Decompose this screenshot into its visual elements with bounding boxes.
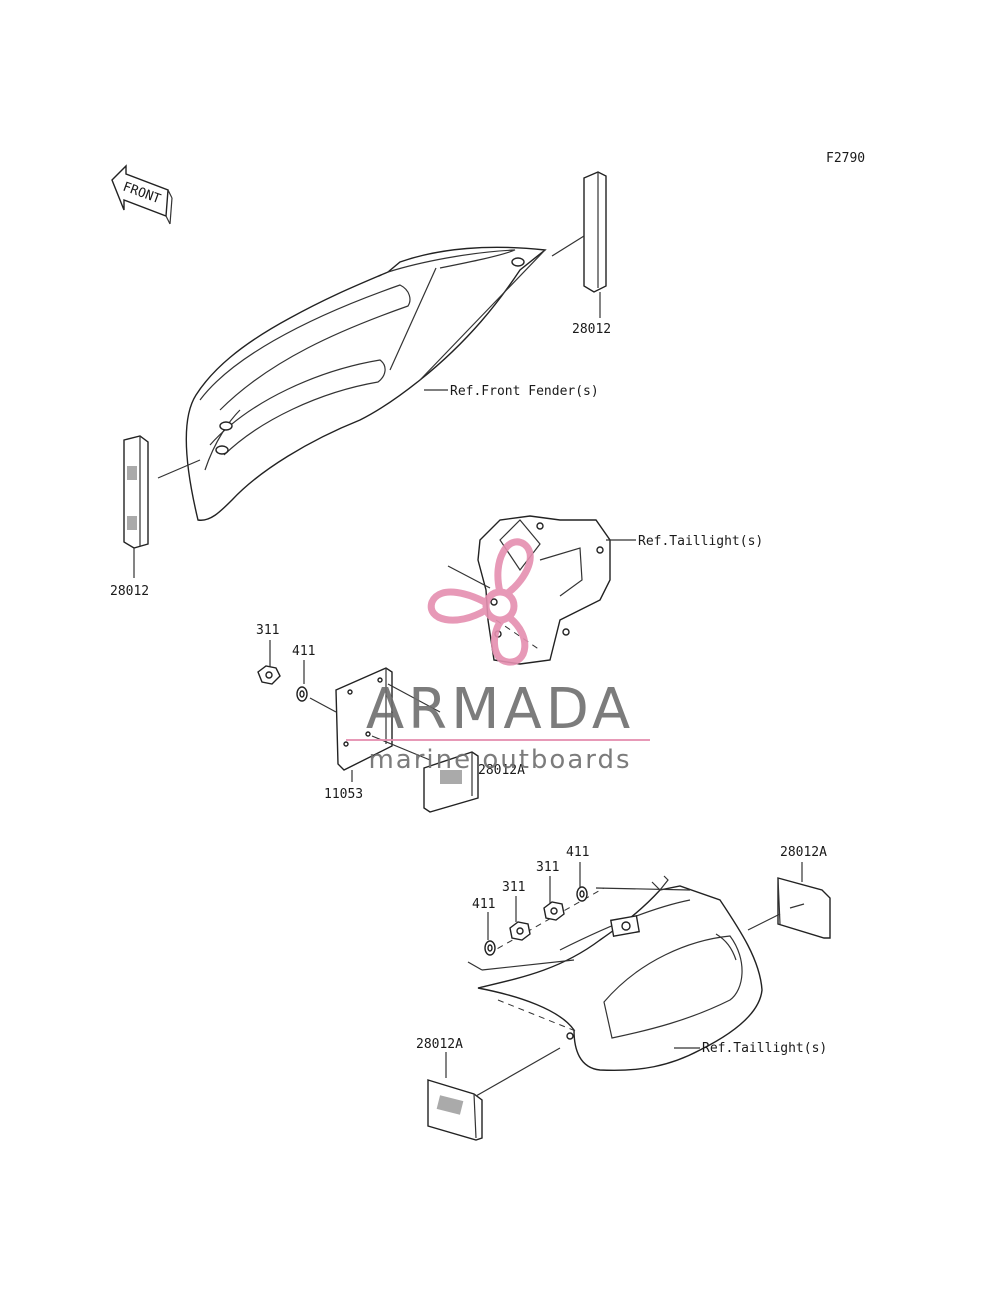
bracket-11053 — [335, 667, 441, 782]
reflector-lower-right — [747, 862, 831, 939]
taillight-bracket-upper — [447, 515, 611, 665]
label-ref-taillight-upper: Ref.Taillight(s) — [638, 534, 763, 549]
label-28012a-mid: 28012A — [478, 763, 525, 778]
propeller-logo — [427, 538, 534, 666]
label-311-mid: 311 — [256, 623, 279, 638]
label-ref-taillight-lower: Ref.Taillight(s) — [702, 1041, 827, 1056]
label-411-mid: 411 — [292, 644, 315, 659]
label-28012-upper-left: 28012 — [110, 584, 149, 599]
washer-mid — [296, 686, 308, 702]
washer-lower-right — [576, 886, 588, 902]
nut-lower-right — [543, 901, 565, 921]
watermark-brand: ARMADA — [366, 677, 634, 742]
reflector-upper-right — [551, 171, 607, 318]
armada-watermark: ARMADA marine outboards — [346, 538, 650, 775]
reflector-upper-left — [123, 435, 201, 578]
reflector-lower-left — [427, 1047, 561, 1141]
reflector-mid — [371, 735, 479, 813]
front-arrow-icon: FRONT — [111, 164, 173, 225]
label-11053: 11053 — [324, 787, 363, 802]
label-311-lower-left: 311 — [502, 880, 525, 895]
label-311-lower-right: 311 — [536, 860, 559, 875]
label-411-lower-left: 411 — [472, 897, 495, 912]
front-fender — [185, 246, 547, 521]
washer-lower-left — [484, 940, 496, 956]
label-ref-front-fender: Ref.Front Fender(s) — [450, 384, 599, 399]
figure-code: F2790 — [826, 151, 865, 166]
label-28012-upper-right: 28012 — [572, 322, 611, 337]
label-28012a-lower-right: 28012A — [780, 845, 827, 860]
nut-mid — [257, 665, 281, 685]
taillight-housing-lower — [467, 875, 763, 1072]
label-411-lower-right: 411 — [566, 845, 589, 860]
nut-lower-left — [509, 921, 531, 941]
watermark-tagline: marine outboards — [368, 745, 631, 775]
label-28012a-lower-left: 28012A — [416, 1037, 463, 1052]
